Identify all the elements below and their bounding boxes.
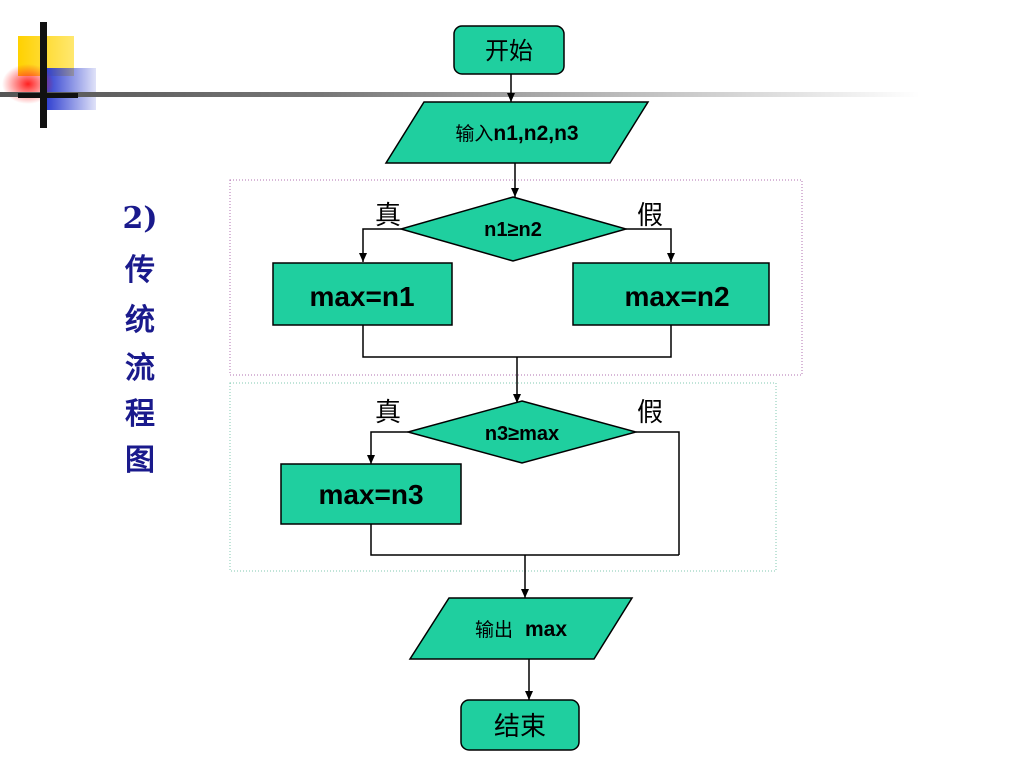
section-number: 2)	[122, 201, 157, 236]
process-max-n2-label: max=n2	[624, 281, 729, 312]
header-rule	[0, 92, 920, 97]
group-frame-compare2	[229, 382, 777, 572]
side-title: 2) 传 统 流 程 图	[122, 201, 157, 478]
input-label: 输入n1,n2,n3	[455, 122, 578, 145]
side-char: 图	[125, 443, 155, 478]
false-label-2: 假	[637, 398, 663, 428]
true-label-1: 真	[375, 201, 401, 231]
decision-2-label: n3≥max	[485, 423, 559, 445]
decision-1: n1≥n2 真 假	[375, 196, 663, 262]
arrow-cond2-true	[367, 431, 408, 464]
false-label-1: 假	[637, 201, 663, 231]
process-max-n2: max=n2	[572, 262, 770, 326]
true-label-2: 真	[375, 398, 401, 428]
side-char: 传	[124, 253, 155, 288]
side-char: 统	[125, 303, 155, 338]
process-max-n3-label: max=n3	[318, 479, 423, 510]
process-max-n1: max=n1	[272, 262, 453, 326]
decision-2: n3≥max 真 假	[375, 398, 663, 464]
start-node: 开始	[453, 25, 565, 75]
arrow-cond1-true	[359, 228, 401, 262]
process-max-n3: max=n3	[280, 463, 462, 525]
process-max-n1-label: max=n1	[309, 281, 414, 312]
connectors	[359, 74, 680, 700]
side-char: 程	[125, 397, 155, 432]
decision-1-label: n1≥n2	[484, 219, 542, 241]
line-cond2-false	[636, 431, 680, 555]
side-char: 流	[125, 351, 155, 386]
group-frame-compare1	[229, 179, 803, 376]
start-label: 开始	[485, 37, 533, 65]
arrow-cond1-false	[626, 228, 675, 262]
decor-logo	[0, 22, 920, 128]
end-node: 结束	[460, 699, 580, 751]
input-node: 输入n1,n2,n3	[384, 101, 650, 164]
merge-line-2	[370, 524, 679, 556]
end-label: 结束	[494, 712, 546, 742]
merge-line-1	[362, 325, 672, 358]
